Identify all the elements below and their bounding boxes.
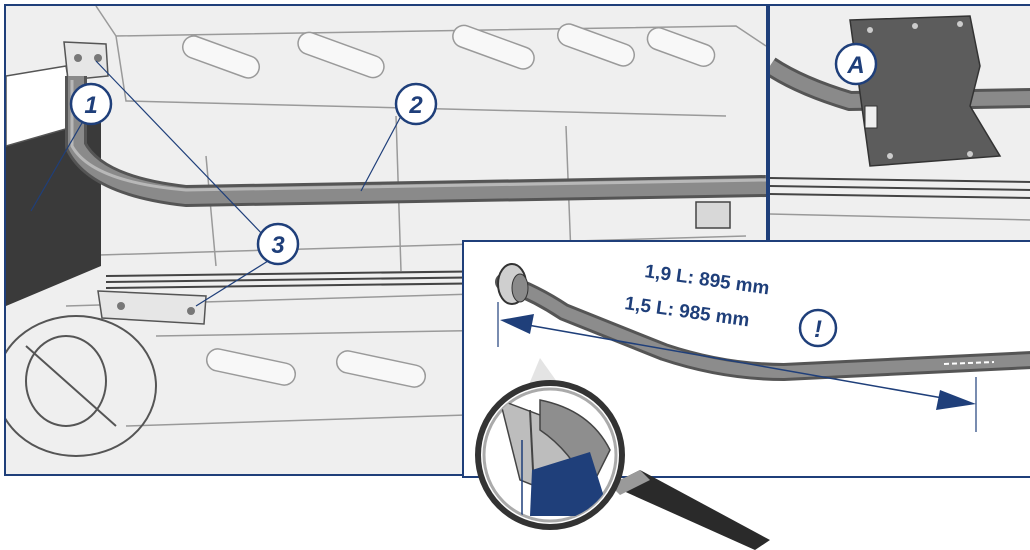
svg-text:2: 2 xyxy=(408,92,423,119)
arrow-head-left xyxy=(500,314,534,334)
detail-a-illustration: A xyxy=(770,6,1030,242)
svg-text:A: A xyxy=(846,52,864,79)
arrow-head-right xyxy=(936,390,976,410)
callout-a: A xyxy=(834,42,878,86)
callout-3: 3 xyxy=(256,222,300,266)
magnifier-icon xyxy=(475,358,770,550)
callout-2: 2 xyxy=(394,82,438,126)
exclamation-icon: ! xyxy=(798,308,838,348)
detail-a-panel: A xyxy=(768,4,1030,244)
svg-text:1: 1 xyxy=(84,92,97,119)
svg-text:3: 3 xyxy=(271,232,285,259)
main-view-illustration: 1 2 3 xyxy=(6,6,766,474)
main-view-panel: 1 2 3 xyxy=(4,4,768,476)
callout-1: 1 xyxy=(69,82,113,126)
svg-text:!: ! xyxy=(814,316,822,343)
